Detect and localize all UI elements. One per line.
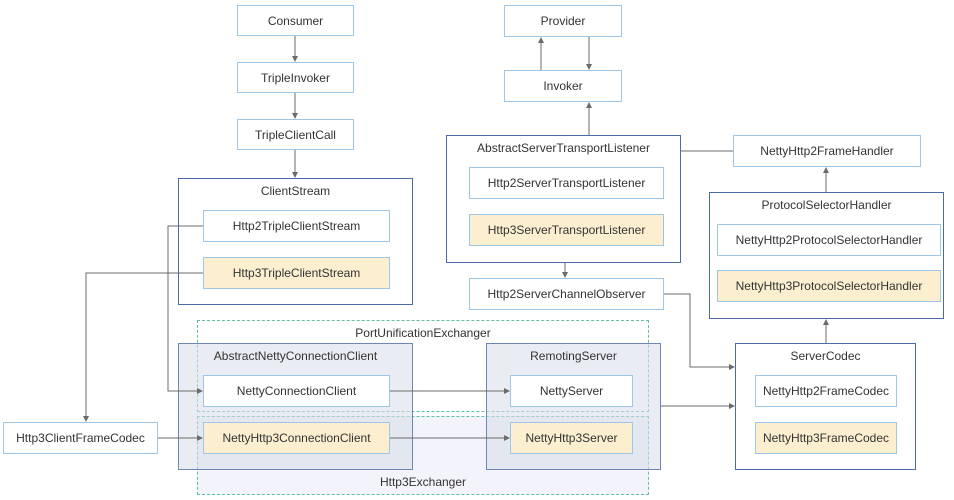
netty-http3-protocol-selector-handler-node: NettyHttp3ProtocolSelectorHandler	[717, 270, 941, 302]
http2-server-channel-observer-node: Http2ServerChannelObserver	[469, 278, 664, 310]
http3-server-transport-listener-node: Http3ServerTransportListener	[469, 214, 664, 246]
netty-http2-frame-handler-node: NettyHttp2FrameHandler	[733, 135, 921, 167]
netty-http3-frame-codec-node: NettyHttp3FrameCodec	[755, 422, 897, 454]
netty-server-node: NettyServer	[510, 375, 633, 407]
http3-triple-client-stream-node: Http3TripleClientStream	[203, 257, 390, 289]
triple-client-call-node: TripleClientCall	[237, 119, 354, 150]
remoting-server-title: RemotingServer	[530, 349, 617, 363]
netty-http2-frame-codec-node: NettyHttp2FrameCodec	[755, 375, 897, 407]
abstract-server-transport-listener-title: AbstractServerTransportListener	[477, 141, 650, 155]
consumer-node: Consumer	[237, 5, 354, 36]
abstract-netty-connection-client-title: AbstractNettyConnectionClient	[213, 349, 378, 363]
provider-node: Provider	[504, 5, 622, 37]
netty-http2-protocol-selector-handler-node: NettyHttp2ProtocolSelectorHandler	[717, 224, 941, 256]
server-codec-group: ServerCodec	[735, 343, 916, 470]
protocol-selector-handler-title: ProtocolSelectorHandler	[761, 198, 892, 212]
netty-connection-client-node: NettyConnectionClient	[203, 375, 390, 407]
port-unification-exchanger-label: PortUnificationExchanger	[355, 326, 491, 340]
server-codec-title: ServerCodec	[790, 349, 861, 363]
netty-http3-server-node: NettyHttp3Server	[510, 422, 633, 454]
invoker-node: Invoker	[504, 70, 622, 102]
protocol-selector-handler-group: ProtocolSelectorHandler	[709, 192, 944, 319]
netty-http3-connection-client-node: NettyHttp3ConnectionClient	[203, 422, 390, 454]
triple-invoker-node: TripleInvoker	[237, 62, 354, 93]
client-stream-title: ClientStream	[260, 184, 331, 198]
http2-server-transport-listener-node: Http2ServerTransportListener	[469, 167, 664, 199]
http2-triple-client-stream-node: Http2TripleClientStream	[203, 210, 390, 242]
abstract-server-transport-listener-group: AbstractServerTransportListener	[446, 135, 681, 263]
http3-client-frame-codec-node: Http3ClientFrameCodec	[3, 422, 158, 454]
http3-exchanger-label: Http3Exchanger	[379, 475, 467, 489]
